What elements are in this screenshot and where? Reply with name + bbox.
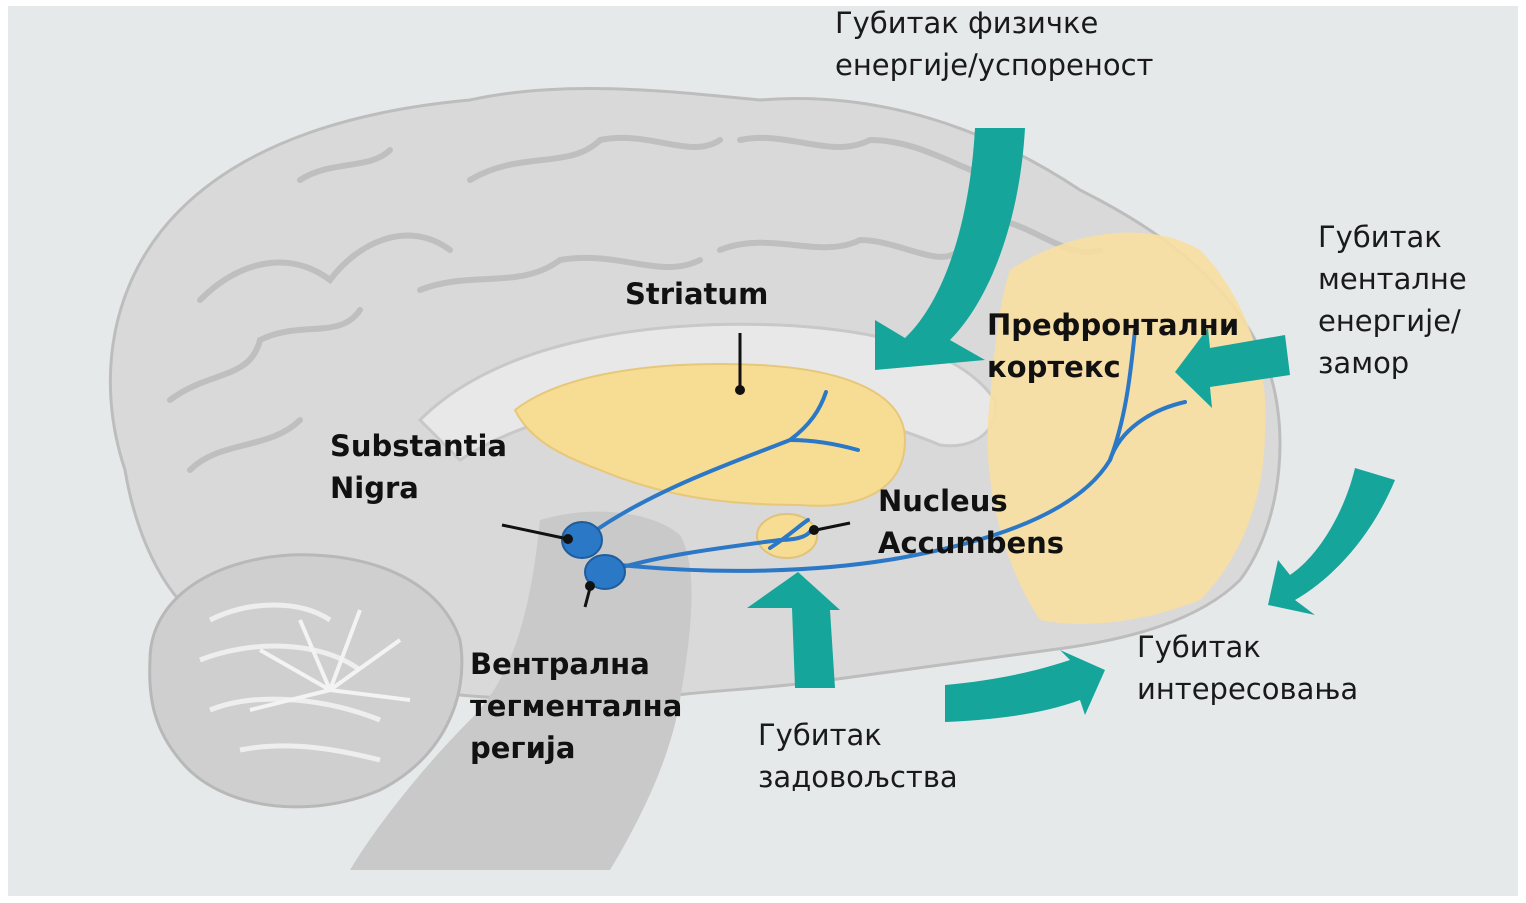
symptom-pleasure-line-2: задовољства — [758, 756, 958, 798]
label-striatum-text: Striatum — [625, 275, 768, 314]
label-prefrontal-line-2: кортекс — [987, 346, 1239, 388]
symptom-mental-line-1: Губитак — [1318, 216, 1467, 258]
label-striatum: Striatum — [625, 275, 768, 314]
symptom-physical-energy: Губитак физичке енергије/успореност — [835, 2, 1153, 86]
symptom-interest: Губитак интересовања — [1137, 626, 1358, 710]
label-nucleus-line-1: Nucleus — [878, 480, 1064, 522]
symptom-physical-line-1: Губитак физичке — [835, 2, 1153, 44]
substantia-pointer-dot — [563, 534, 573, 544]
symptom-mental-line-2: менталне — [1318, 258, 1467, 300]
label-substantia-line-2: Nigra — [330, 467, 507, 509]
symptom-mental-line-4: замор — [1318, 342, 1467, 384]
label-nucleus-accumbens: Nucleus Accumbens — [878, 480, 1064, 564]
symptom-physical-line-2: енергије/успореност — [835, 44, 1153, 86]
striatum-pointer-dot — [735, 385, 745, 395]
symptom-interest-line-1: Губитак — [1137, 626, 1358, 668]
symptom-pleasure: Губитак задовољства — [758, 714, 958, 798]
cerebellum — [150, 555, 462, 807]
symptom-interest-line-2: интересовања — [1137, 668, 1358, 710]
symptom-mental-line-3: енергије/ — [1318, 300, 1467, 342]
label-nucleus-line-2: Accumbens — [878, 522, 1064, 564]
label-vta-line-3: регија — [470, 727, 682, 769]
label-vta-line-1: Вентрална — [470, 643, 682, 685]
label-ventral-tegmental-area: Вентрална тегментална регија — [470, 643, 682, 769]
label-prefrontal-cortex: Префронтални кортекс — [987, 304, 1239, 388]
label-vta-line-2: тегментална — [470, 685, 682, 727]
symptom-pleasure-line-1: Губитак — [758, 714, 958, 756]
prefrontal-region — [987, 233, 1265, 624]
label-substantia-line-1: Substantia — [330, 425, 507, 467]
label-substantia-nigra: Substantia Nigra — [330, 425, 507, 509]
nucleus-pointer-dot — [809, 525, 819, 535]
arrow-interest — [1268, 468, 1395, 615]
symptom-mental-energy: Губитак менталне енергије/ замор — [1318, 216, 1467, 384]
label-prefrontal-line-1: Префронтални — [987, 304, 1239, 346]
vta-pointer-dot — [585, 581, 595, 591]
